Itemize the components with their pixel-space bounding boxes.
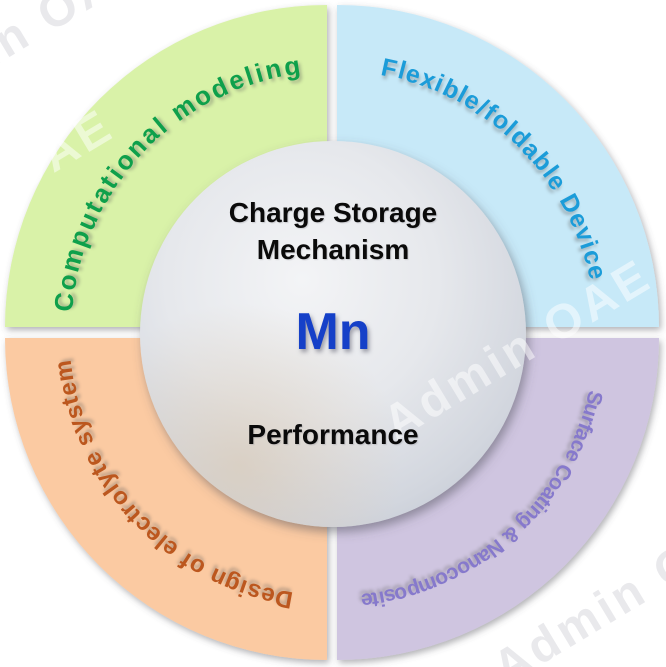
center-title-line2: Mechanism — [256, 234, 410, 265]
arc-label-char: D — [272, 583, 295, 614]
arc-label-char: g — [281, 49, 302, 82]
arc-label-char: o — [51, 271, 84, 293]
arc-label-char: n — [262, 52, 285, 86]
center-title-line1: Charge Storage — [228, 197, 438, 228]
center-title: Charge Storage Mechanism — [0, 194, 666, 268]
arc-label-char: m — [49, 358, 80, 384]
center-sphere-tint — [140, 141, 526, 527]
element-symbol: Mn — [295, 303, 371, 361]
arc-label-char: e — [359, 588, 374, 613]
performance-label: Performance — [247, 419, 419, 450]
